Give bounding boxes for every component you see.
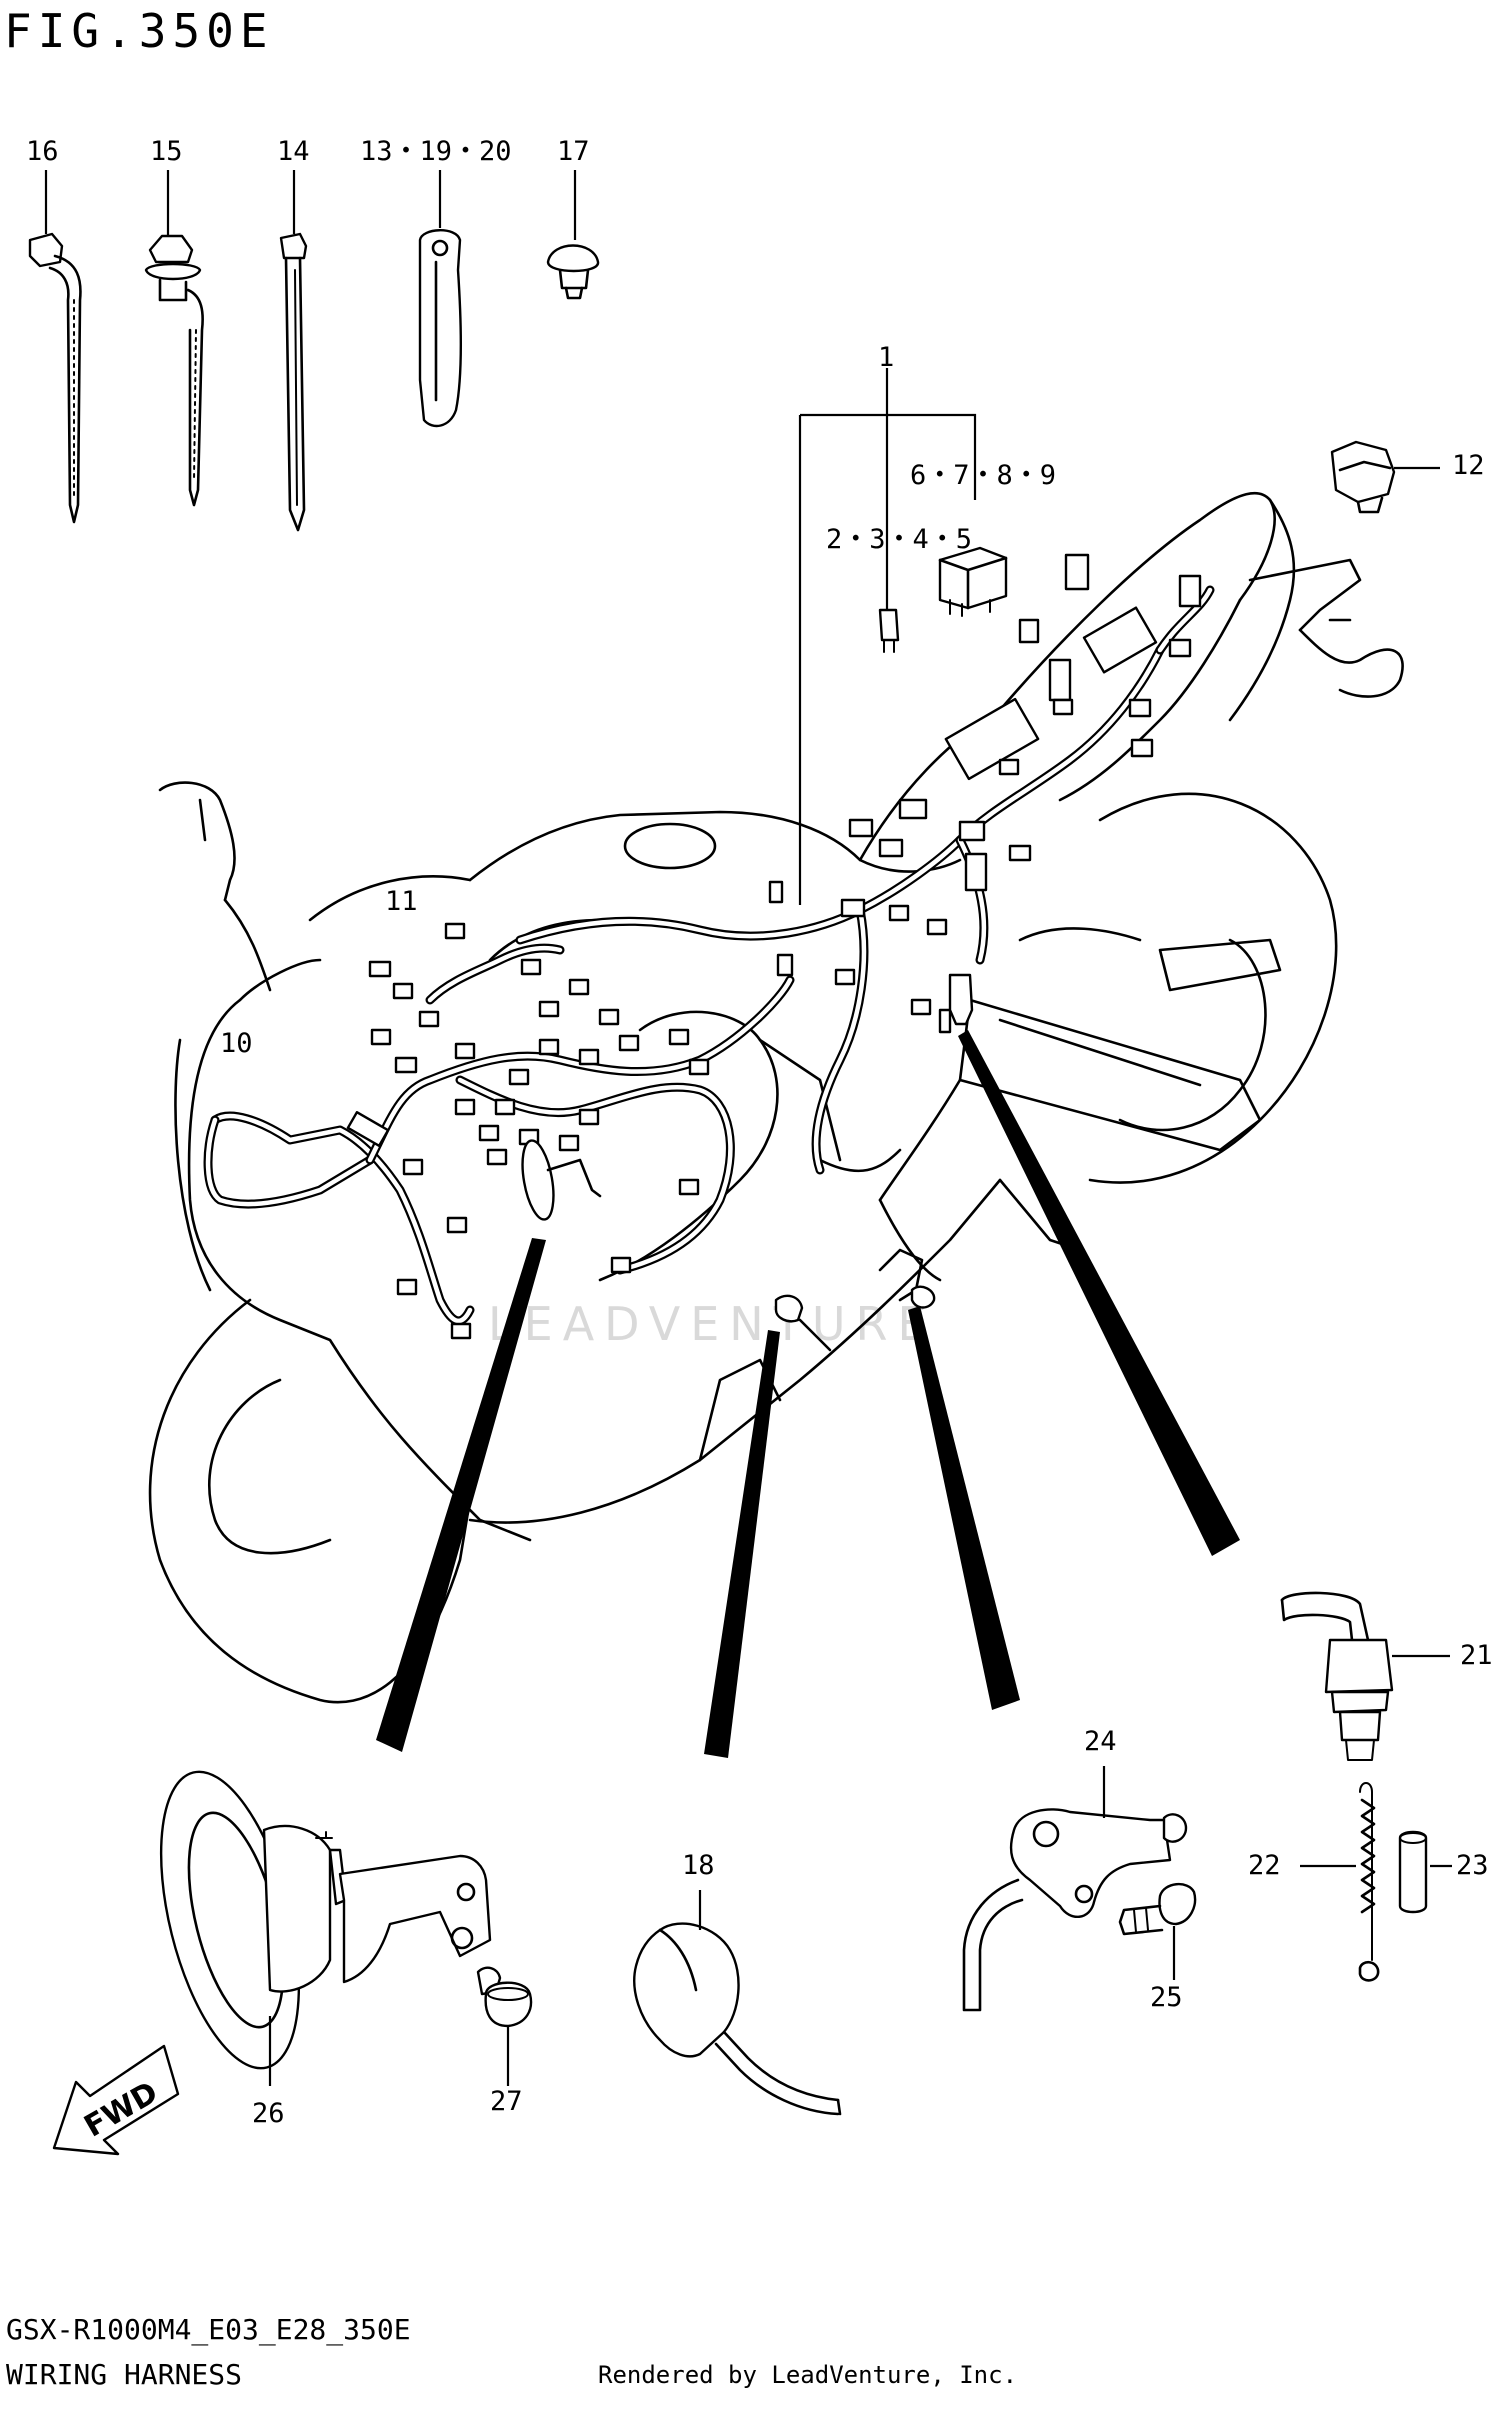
oil-switch-mounted	[948, 973, 974, 1026]
callout-15[interactable]: 15	[150, 136, 183, 167]
pointer-sensor	[704, 1330, 780, 1758]
callout-1[interactable]: 1	[878, 342, 895, 373]
part-21-oil-switch[interactable]	[1280, 1591, 1394, 1761]
callout-6-7-8-9[interactable]: 6・7・8・9	[910, 460, 1057, 491]
callout-18[interactable]: 18	[682, 1850, 715, 1881]
callout-22[interactable]: 22	[1248, 1850, 1281, 1881]
part-15-tie-clip[interactable]	[144, 234, 204, 507]
pointer-horn	[376, 1238, 546, 1752]
callout-23[interactable]: 23	[1456, 1850, 1489, 1881]
part-26-horn[interactable]	[135, 1758, 492, 2082]
credit-text: Rendered by LeadVenture, Inc.	[598, 2361, 1018, 2389]
fwd-arrow-icon: FWD	[52, 2044, 180, 2156]
part-14-cable-tie[interactable]	[279, 232, 308, 532]
watermark: LEADVENTURE	[488, 1297, 937, 1351]
callout-24[interactable]: 24	[1084, 1726, 1117, 1757]
motorcycle-outline	[148, 491, 1404, 1704]
callout-13-19-20[interactable]: 13・19・20	[360, 136, 512, 167]
pointer-oil	[958, 1030, 1240, 1556]
part-6-relay[interactable]	[938, 546, 1008, 617]
callout-2-3-4-5[interactable]: 2・3・4・5	[826, 524, 973, 555]
horn-mounted	[521, 1139, 602, 1221]
callout-10[interactable]: 10	[220, 1028, 253, 1059]
part-22-spring[interactable]	[1358, 1782, 1380, 1982]
callout-14[interactable]: 14	[277, 136, 310, 167]
switch-mounted	[878, 1248, 936, 1309]
pointer-switch	[908, 1306, 1020, 1710]
part-27-bolt[interactable]	[476, 1966, 533, 2028]
callout-27[interactable]: 27	[490, 2086, 523, 2117]
harness-connectors	[346, 553, 1202, 1340]
model-code: GSX-R1000M4_E03_E28_350E	[6, 2313, 411, 2346]
part-2-fuse[interactable]	[878, 608, 900, 653]
callout-11[interactable]: 11	[385, 886, 418, 917]
sensor-mounted	[774, 1294, 832, 1352]
part-18-sensor[interactable]	[633, 1922, 842, 2116]
callout-25[interactable]: 25	[1150, 1982, 1183, 2013]
callout-17[interactable]: 17	[557, 136, 590, 167]
part-12-connector[interactable]	[1330, 440, 1396, 514]
part-17-push-rivet[interactable]	[546, 244, 600, 300]
figure-title: FIG.350E	[4, 4, 274, 58]
part-25-bolt[interactable]	[1118, 1883, 1197, 1936]
section-title: WIRING HARNESS	[6, 2358, 243, 2391]
part-24-switch[interactable]	[962, 1808, 1188, 2012]
part-23-sleeve[interactable]	[1398, 1830, 1428, 1914]
callout-16[interactable]: 16	[26, 136, 59, 167]
part-16-cable-tie[interactable]	[28, 232, 82, 524]
callout-21[interactable]: 21	[1460, 1640, 1493, 1671]
part-1-wiring-harness[interactable]	[203, 585, 1215, 1326]
part-13-clamp[interactable]	[418, 229, 462, 428]
callout-26[interactable]: 26	[252, 2098, 285, 2129]
callout-12[interactable]: 12	[1452, 450, 1485, 481]
